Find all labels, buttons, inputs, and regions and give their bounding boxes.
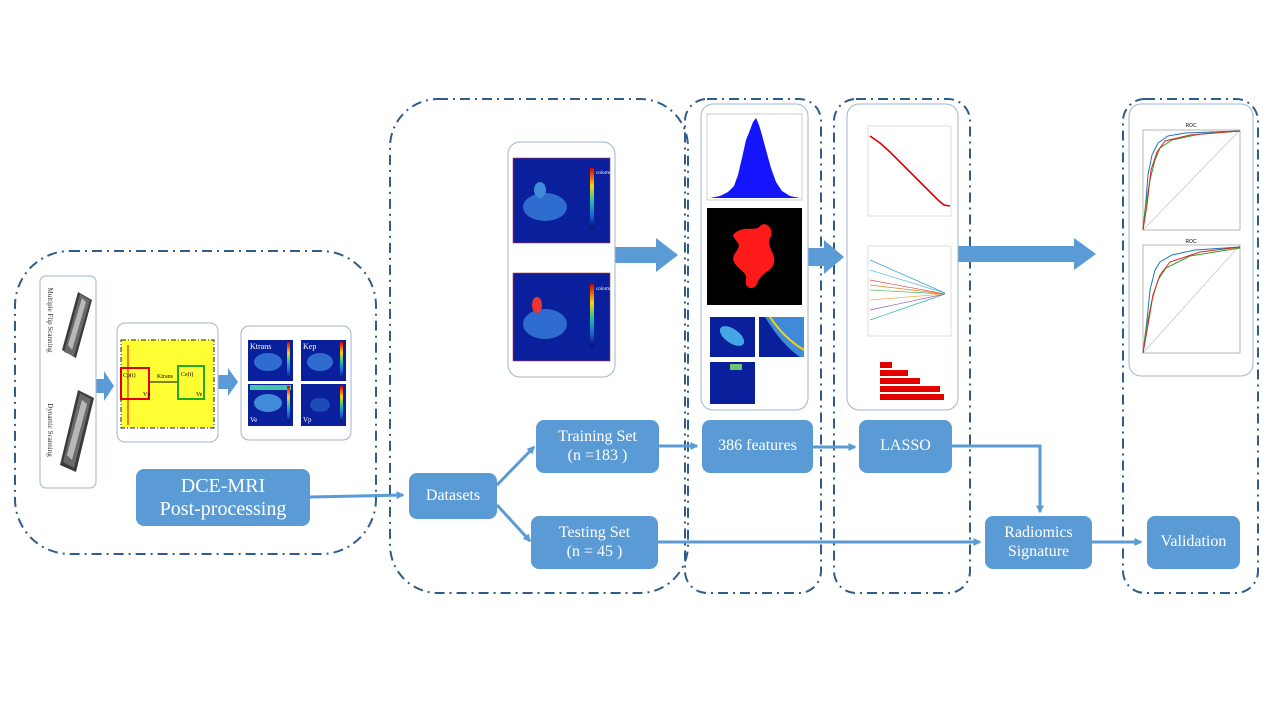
training-set-box: Training Set (n =183 ) [536, 420, 659, 473]
roc-panel: ROC ROC [1128, 103, 1254, 377]
testing-set-line2: (n = 45 ) [566, 542, 623, 560]
features-panel [700, 103, 809, 411]
flip-scan-stack [62, 292, 92, 358]
testing-set-box: Testing Set (n = 45 ) [531, 516, 658, 569]
block-arrow-model-to-maps [218, 368, 238, 396]
pk-ce-label: Ce(t) [181, 371, 193, 378]
map-ktrans-label: Ktrans [250, 342, 271, 351]
colorbar-title-1: colormap [596, 171, 615, 176]
training-set-line1: Training Set [558, 428, 637, 446]
block-arrow-maps-to-features [602, 238, 678, 272]
arrow-datasets-to-testing [495, 503, 532, 543]
block-arrow-features-to-lasso [802, 240, 844, 274]
datasets-label: Datasets [425, 486, 481, 504]
map-ve-label: Ve [250, 416, 257, 424]
group-outline-validation [1122, 98, 1259, 594]
datasets-box: Datasets [409, 473, 497, 519]
group-outline-lasso [833, 98, 971, 594]
arrow-datasets-to-training [495, 445, 536, 487]
mri-scanning-panel: Multiple Flip Scanning Dynamic Scanning [39, 275, 97, 489]
arrow-lasso-to-signature [952, 444, 1044, 514]
validation-label: Validation [1160, 533, 1227, 551]
dce-mri-line2: Post-processing [159, 497, 287, 520]
roc-title-bottom: ROC [1185, 239, 1197, 245]
group-outline-preprocessing [14, 250, 377, 555]
block-arrow-lasso-to-validation [956, 238, 1096, 270]
pk-vp-label: Vp [143, 392, 150, 398]
pk-cp-label: Cp(t) [123, 372, 136, 379]
block-arrow-scan-to-model [90, 371, 114, 401]
map-vp-label: Vp [303, 416, 312, 424]
pk-ve-label: Ve [196, 392, 203, 398]
radiomics-signature-box: Radiomics Signature [985, 516, 1092, 569]
radiomics-line2: Signature [1007, 542, 1070, 560]
arrow-dce-to-datasets [309, 491, 405, 500]
map-kep-label: Kep [303, 342, 316, 351]
parametric-maps-panel: Ktrans Kep Ve Vp [240, 325, 352, 441]
group-outline-features [684, 98, 822, 594]
roc-title-top: ROC [1185, 123, 1197, 129]
pk-model-panel: Cp(t) Ktrans Ce(t) Vp Ve [116, 322, 219, 443]
lasso-label: LASSO [880, 437, 931, 455]
dynamic-scan-stack [60, 390, 94, 472]
group-outline-datasets [389, 98, 689, 594]
dce-mri-line1: DCE-MRI [180, 474, 266, 497]
dynamic-scan-label: Dynamic Scanning [46, 403, 54, 457]
dce-mri-postprocessing-box: DCE-MRI Post-processing [136, 469, 310, 526]
colorbar-title-2: colormap [596, 287, 615, 292]
features-label: 386 features [718, 437, 797, 455]
validation-box: Validation [1147, 516, 1240, 569]
ktrans-maps-panel: colormap colormap [507, 141, 616, 378]
radiomics-line1: Radiomics [1004, 524, 1073, 542]
pk-ktrans-label: Ktrans [157, 374, 174, 380]
lasso-panel [846, 103, 959, 411]
testing-set-line1: Testing Set [558, 524, 631, 542]
features-box: 386 features [702, 420, 813, 473]
lasso-box: LASSO [859, 420, 952, 473]
flip-scan-label: Multiple Flip Scanning [46, 288, 54, 353]
training-set-line2: (n =183 ) [567, 446, 628, 464]
